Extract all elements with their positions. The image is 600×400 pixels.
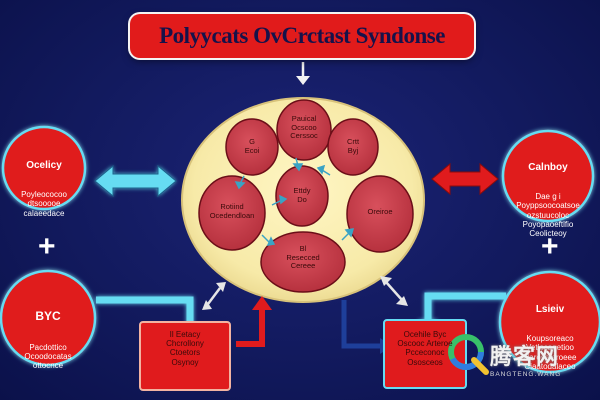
cell-label-bottom: Bl Resecced Cereee	[286, 244, 320, 271]
page-title: Polyycats OvCrctast Syndonse	[159, 23, 445, 48]
node-right-bottom-label: Lsieiv Koupsoreaco Vetlocagetioo Uaroset…	[506, 286, 594, 389]
arrow-down-icon	[296, 62, 310, 85]
double-arrow-icon	[431, 162, 499, 196]
watermark-cjk: 腾客网	[490, 343, 560, 369]
cell-left	[198, 175, 266, 251]
watermark-sub: BANGTENG.WANG	[490, 370, 562, 378]
node-left-top-label: Ocelicy Poyleococoo dtsooooe calaeedace	[8, 142, 80, 236]
plus-icon: +	[38, 230, 56, 263]
cell-label-right: Oreiroe	[367, 207, 393, 216]
cell-bottom	[260, 231, 346, 293]
watermark-text: 腾客网 BANGTENG.WANG	[490, 339, 561, 378]
cell-label-upper-right: Crtt Byj	[346, 137, 360, 155]
cell-upper-left	[225, 118, 279, 176]
q-logo-icon	[448, 334, 489, 375]
cell-top	[276, 99, 332, 161]
node-left-bottom	[0, 269, 97, 367]
cell-middle	[275, 165, 329, 227]
node-right-top	[501, 129, 595, 223]
cell-label-left: Rotiind Ocedendloan	[209, 202, 255, 220]
connector-red-up	[236, 296, 272, 347]
node-left-bottom-label: BYC Pacdottico Ocoodocatas ottocnce	[8, 292, 88, 389]
node-left-top	[1, 125, 87, 211]
plus-icon: +	[541, 230, 559, 263]
box-bottom-left	[139, 321, 231, 391]
node-right-top-label: Calnboy Dae g i Poyppsoocoatsoe ozstuuco…	[508, 144, 588, 257]
double-arrow-icon	[202, 282, 226, 310]
node-left-bottom-title: BYC	[35, 309, 61, 324]
watermark: 腾客网 BANGTENG.WANG	[444, 328, 584, 388]
inner-arrows	[234, 157, 355, 246]
node-right-bottom-body: Koupsoreaco Vetlocagetioo Uaroseteroeee …	[523, 334, 577, 371]
cell-right	[346, 175, 414, 253]
box-bottom-right-label: Ocehile Byc Oscooc Arteroe Pcceconoc Oso…	[397, 330, 453, 367]
node-right-top-body: Dae g i Poyppsoocoatsoe ozstuucoloc Poyo…	[516, 192, 580, 239]
node-right-bottom	[498, 270, 600, 374]
double-arrow-icon	[94, 164, 177, 198]
box-bottom-left-label: Il Eetacy Chcrollony Ctoetors Osynoy	[166, 330, 204, 367]
node-right-top-title: Calnboy	[528, 162, 568, 174]
watermark-logo-space	[444, 336, 488, 380]
cell-label-middle: Ettdy Do	[293, 186, 311, 204]
cell-label-upper-left: G Ecoi	[244, 137, 260, 155]
cell-label-top: Pauical Ocscoo Cerssoc	[290, 114, 318, 141]
node-left-top-body: Poyleococoo dtsooooe calaeedace	[21, 190, 67, 218]
box-bottom-right	[383, 319, 467, 389]
node-left-top-title: Ocelicy	[26, 160, 62, 172]
cell-upper-right	[327, 118, 379, 176]
node-right-bottom-title: Lsieiv	[535, 304, 565, 316]
title-banner: Polyycats OvCrctast Syndonse	[130, 14, 474, 58]
node-left-bottom-body: Pacdottico Ocoodocatas ottocnce	[24, 342, 72, 370]
double-arrow-icon	[380, 276, 408, 306]
